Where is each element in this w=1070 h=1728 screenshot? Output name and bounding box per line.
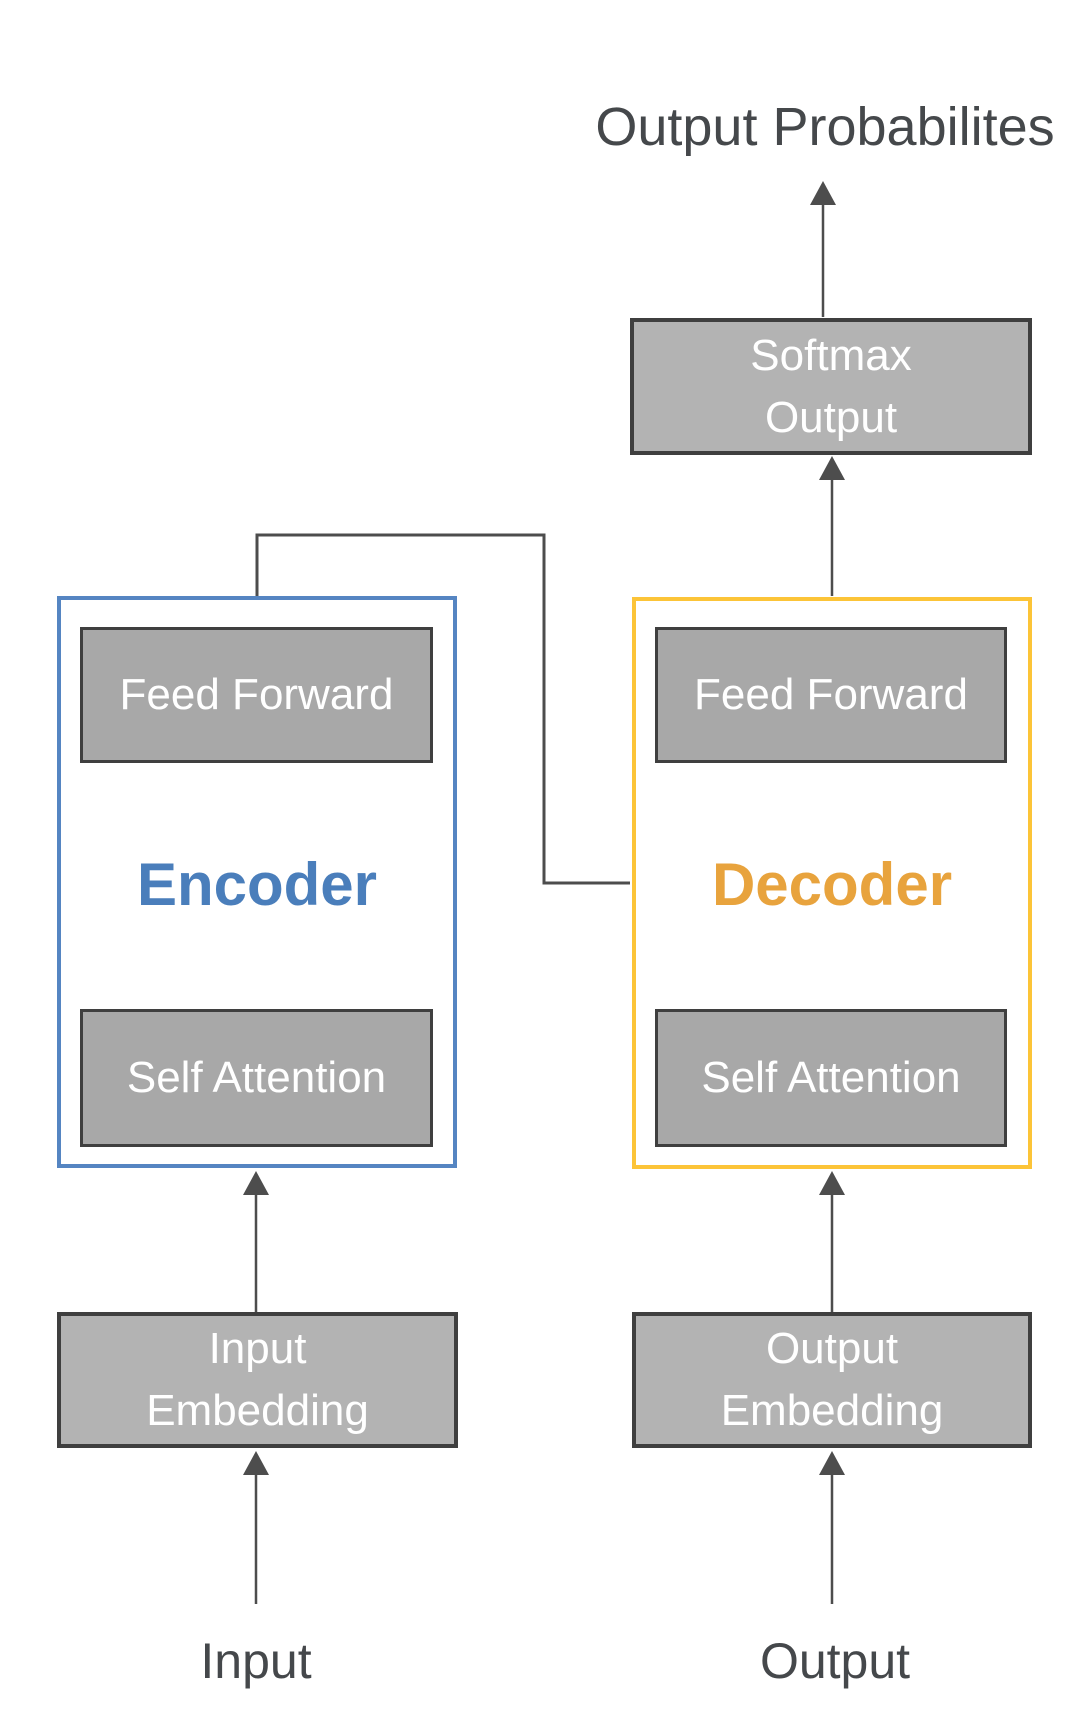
arrow-softmax-to-probabilities: [810, 181, 836, 317]
output-embedding-box: Output Embedding: [632, 1312, 1032, 1448]
encoder-feed-forward-box: Feed Forward: [80, 627, 433, 763]
decoder-self-attention-box: Self Attention: [655, 1009, 1007, 1147]
decoder-feed-forward-label: Feed Forward: [694, 670, 968, 719]
arrow-input-embedding-to-encoder: [243, 1171, 269, 1312]
softmax-output-box: Softmax Output: [630, 318, 1032, 455]
encoder-feed-forward-label: Feed Forward: [119, 670, 394, 719]
output-embedding-line1: Output: [765, 1324, 899, 1373]
arrow-input-to-input-embedding: [243, 1451, 269, 1604]
output-label: Output: [759, 1633, 911, 1689]
output-embedding-line2: Embedding: [720, 1386, 944, 1435]
arrow-output-to-output-embedding: [819, 1451, 845, 1604]
decoder-feed-forward-box: Feed Forward: [655, 627, 1007, 763]
input-embedding-box: Input Embedding: [57, 1312, 458, 1448]
input-label: Input: [200, 1633, 312, 1689]
arrow-output-embedding-to-decoder: [819, 1171, 845, 1312]
encoder-self-attention-box: Self Attention: [80, 1009, 433, 1147]
decoder-self-attention-label: Self Attention: [701, 1053, 961, 1102]
input-embedding-line1: Input: [208, 1324, 307, 1373]
diagram-title: Output Probabilites: [595, 97, 1055, 157]
decoder-label: Decoder: [711, 851, 953, 918]
softmax-output-line2: Output: [764, 392, 898, 442]
arrow-decoder-to-softmax: [819, 456, 845, 596]
input-embedding-line2: Embedding: [146, 1386, 369, 1435]
encoder-label: Encoder: [136, 851, 378, 918]
softmax-output-line1: Softmax: [750, 330, 912, 380]
encoder-self-attention-label: Self Attention: [126, 1053, 387, 1102]
